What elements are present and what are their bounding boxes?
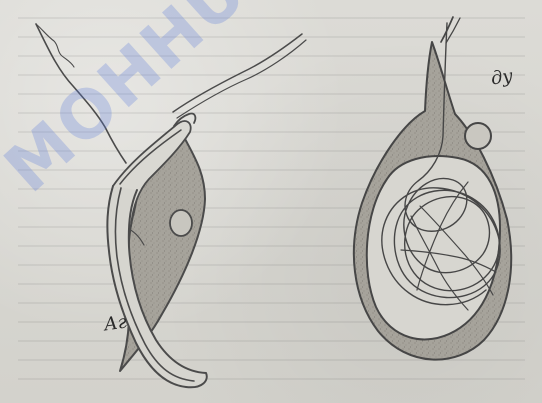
right-figure-label: ду [490, 66, 515, 90]
left-figure-label: Аг [103, 312, 128, 336]
left-flagellum [36, 24, 126, 163]
left-organism [36, 24, 306, 387]
left-nucleus [170, 210, 192, 236]
right-nucleus [465, 123, 491, 149]
right-organism [354, 17, 511, 360]
